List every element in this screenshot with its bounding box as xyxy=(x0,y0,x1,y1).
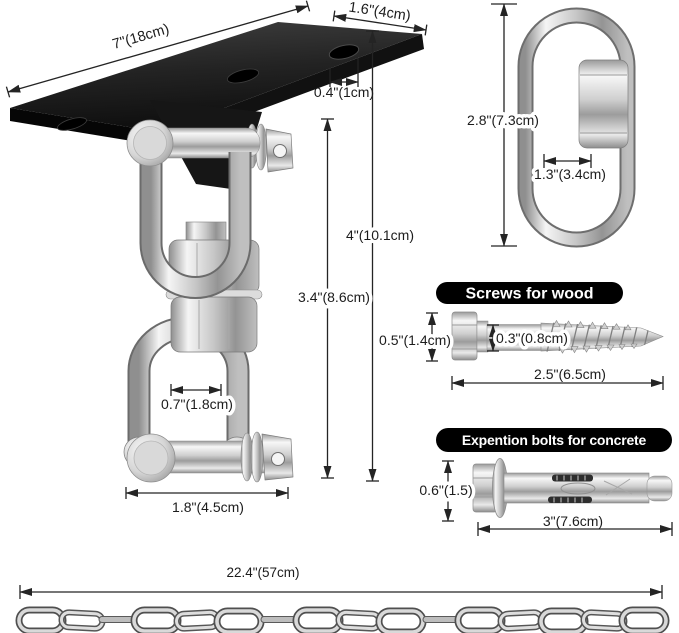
upper-tab-hole xyxy=(273,144,287,158)
dim-shackle-outer-width xyxy=(125,487,289,499)
chain-link xyxy=(61,612,103,629)
chain-link xyxy=(296,610,340,631)
plate-front-edge xyxy=(10,108,162,146)
shackle-outer-width-label: 1.8"(4.5cm) xyxy=(172,499,244,515)
chain-length-label: 22.4"(57cm) xyxy=(226,565,299,580)
chain-link xyxy=(217,611,261,632)
upper-shackle xyxy=(126,119,294,299)
quick-link xyxy=(517,7,636,248)
quicklink-inner-width-label: 1.3"(3.4cm) xyxy=(534,166,606,182)
screw-length-label: 2.5"(6.5cm) xyxy=(534,366,606,382)
chain-link xyxy=(134,610,178,631)
dim-shackle-inner-width xyxy=(170,384,222,396)
screw-shaft-diameter-label: 0.3"(0.8cm) xyxy=(496,330,568,346)
chain-link xyxy=(622,610,666,631)
bolt-tip xyxy=(646,475,673,502)
chain-link xyxy=(260,616,299,623)
dim-quicklink-inner-width xyxy=(543,154,592,168)
bolt-diameter-label: 0.6"(1.5) xyxy=(419,482,472,498)
chain-link xyxy=(458,610,502,631)
lower-pin xyxy=(126,431,294,483)
chain-link xyxy=(500,612,542,629)
concrete-bolt-title: Expention bolts for concrete xyxy=(462,432,647,448)
lower-tab-hole xyxy=(271,452,285,466)
dim-screw-head-height xyxy=(426,312,438,362)
dim-bolt-length xyxy=(477,522,673,536)
total-height-label: 4"(10.1cm) xyxy=(346,227,414,243)
swivel-height-label: 3.4"(8.6cm) xyxy=(298,289,370,305)
dim-bolt-diameter xyxy=(442,460,454,522)
concrete-bolt xyxy=(472,458,673,518)
chain-link xyxy=(176,612,218,629)
dim-hole-diameter xyxy=(329,58,359,87)
quicklink-height-label: 2.8"(7.3cm) xyxy=(467,112,539,128)
quick-link-sleeve xyxy=(578,59,629,149)
dim-screw-shaft-diameter xyxy=(487,324,499,352)
chain-link xyxy=(338,612,380,629)
chain-link xyxy=(19,610,63,631)
dim-swivel-height xyxy=(321,118,334,479)
screw-head-height-label: 0.5"(1.4cm) xyxy=(379,332,451,348)
dim-quicklink-height xyxy=(491,3,517,247)
wood-screw xyxy=(451,311,664,361)
wood-screw-label-pill: Screws for wood xyxy=(436,282,623,304)
dim-chain-length xyxy=(19,585,663,599)
swivel-shackle-assembly xyxy=(123,100,294,483)
concrete-bolt-label-pill: Expention bolts for concrete xyxy=(436,428,672,452)
shackle-inner-width-label: 0.7"(1.8cm) xyxy=(161,396,233,412)
plate-hole-right xyxy=(328,44,360,60)
chain-link xyxy=(379,611,423,632)
chain-link xyxy=(422,616,461,623)
screw-head xyxy=(451,311,478,361)
hole-diameter-label: 0.4"(1cm) xyxy=(314,84,374,100)
plate-hole-left xyxy=(57,117,87,131)
wood-screw-title: Screws for wood xyxy=(465,286,593,303)
dim-total-height xyxy=(366,30,379,482)
dim-plate-length xyxy=(5,0,311,98)
chain-link xyxy=(541,611,585,632)
plate-width-label: 1.6"(4cm) xyxy=(348,0,412,25)
dim-plate-width xyxy=(332,10,428,36)
chain xyxy=(19,610,666,632)
dim-screw-length xyxy=(451,376,664,390)
chain-link xyxy=(98,616,137,623)
bolt-length-label: 3"(7.6cm) xyxy=(543,513,603,529)
